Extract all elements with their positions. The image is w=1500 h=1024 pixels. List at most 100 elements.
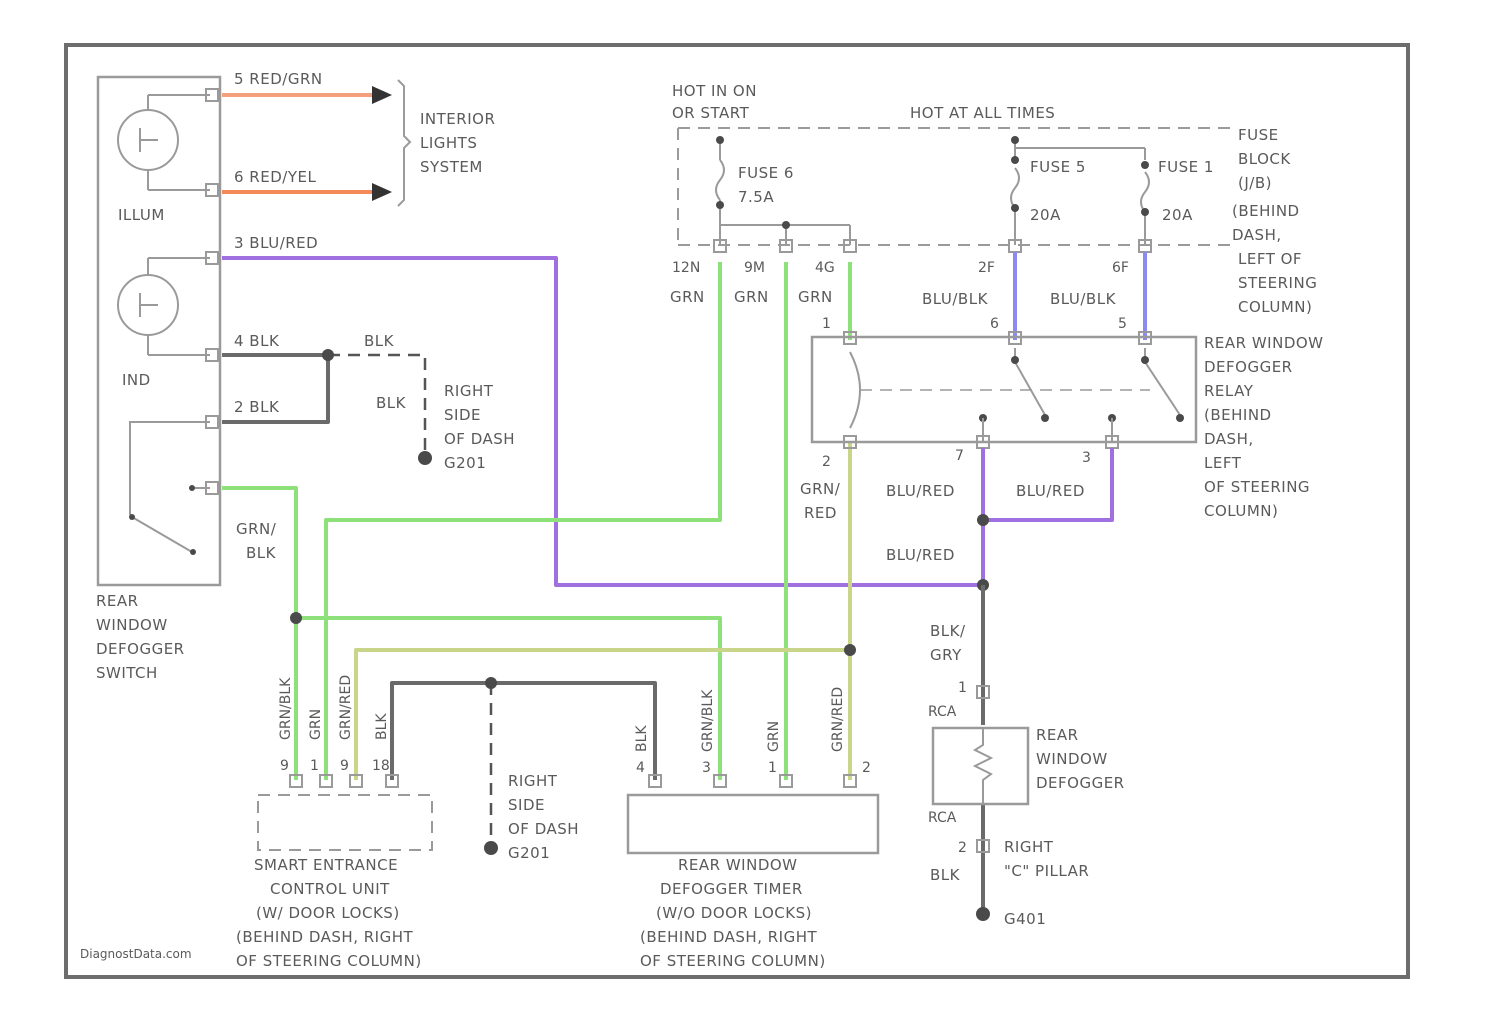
relay-label-line-6: LEFT [1204,454,1242,472]
switch-label-line-1: REAR [96,592,139,610]
defogger-wires: BLK/ GRY BLK 1 2 RCA RCA REAR WINDOW DEF… [928,585,1125,928]
blu-red-wire-group: 3 BLU/RED [222,234,982,585]
timer-pin-label-1: BLK [634,725,650,752]
relay-pin-1: 1 [822,316,831,332]
wire-2-label: 2 BLK [234,398,280,416]
relay-label-line-3: RELAY [1204,382,1254,400]
g201a-line-1: RIGHT [444,382,494,400]
blu-blk-label-a: BLU/BLK [922,290,989,308]
ground-g401-icon [976,907,990,921]
defogger-pin-2: 2 [958,840,967,856]
g201a-line-2: SIDE [444,406,481,424]
blu-red-label-a: BLU/RED [886,482,955,500]
fuse5-name: FUSE 5 [1030,158,1086,176]
fuse1-rating: 20A [1162,206,1193,224]
fuse1-name: FUSE 1 [1158,158,1214,176]
switch-contact-icon [132,517,192,552]
defogger-box [933,728,1028,804]
grn-red-label-2: RED [804,504,837,522]
g401-line-3: G401 [1004,910,1046,928]
defogger-label-line-2: WINDOW [1036,750,1108,768]
interior-bracket [398,80,410,206]
timer-label-line-5: OF STEERING COLUMN) [640,952,826,970]
interior-lights-wires: 5 RED/GRN 6 RED/YEL INTERIOR LIGHTS SYST… [222,70,495,206]
g401-line-2: "C" PILLAR [1004,862,1089,880]
blk-side-label: BLK [376,394,407,412]
g201b-line-3: OF DASH [508,820,579,838]
g201a-line-3: OF DASH [444,430,515,448]
interior-lights-line-1: INTERIOR [420,110,495,128]
hot-all-label: HOT AT ALL TIMES [910,104,1055,122]
blu-red-label-c: BLU/RED [886,546,955,564]
wire-blu-red-3 [222,258,982,585]
fuse-block-line-1: FUSE [1238,126,1279,144]
relay-label-line-2: DEFOGGER [1204,358,1293,376]
relay-coil-icon [850,352,860,428]
timer-label-line-2: DEFOGGER TIMER [660,880,803,898]
timer-pin-label-3: GRN [766,721,782,752]
smart-pin-1: 9 [280,758,289,774]
watermark: DiagnostData.com [80,947,192,961]
illum-label: ILLUM [118,206,165,224]
relay-contact-1-icon [1015,362,1045,415]
relay-pin-7: 7 [955,448,964,464]
relay-pin-6: 6 [990,316,999,332]
defogger-timer-unit: BLK GRN/BLK GRN GRN/RED 4 3 1 2 REAR WIN… [628,687,878,970]
relay-label-line-7: OF STEERING [1204,478,1310,496]
defogger-pin-1: 1 [958,680,967,696]
ind-label: IND [122,371,151,389]
arrow-icon [372,86,392,104]
fuse6-icon [716,160,724,200]
fuse-pin-12n: 12N [672,260,700,276]
smart-pin-label-3: GRN/RED [338,675,354,740]
timer-pin-2: 3 [702,760,711,776]
blk-top-label: BLK [364,332,395,350]
smart-entrance-unit: GRN/BLK GRN GRN/RED BLK 9 1 9 18 SMART E… [236,675,432,970]
defogger-element-icon [975,728,991,804]
defogger-rca-top: RCA [928,704,957,720]
fuse-block-line-3: (J/B) [1238,174,1272,192]
smart-pin-3: 9 [340,758,349,774]
smart-pin-2: 1 [310,758,319,774]
timer-pin-4: 2 [862,760,871,776]
smart-pin-label-4: BLK [374,713,390,740]
timer-pin-label-4: GRN/RED [830,687,846,752]
smart-label-line-5: OF STEERING COLUMN) [236,952,422,970]
fuse-block-line-7: STEERING [1238,274,1317,292]
wire-6-label: 6 RED/YEL [234,168,316,186]
fuse-block-line-8: COLUMN) [1238,298,1312,316]
timer-pin-3: 1 [768,760,777,776]
green-wires: GRN/ BLK [222,262,850,780]
grn-blk-label-2: BLK [246,544,277,562]
fuse-block: HOT IN ON OR START HOT AT ALL TIMES FUSE… [670,82,1317,316]
relay-label-line-4: (BEHIND [1204,406,1272,424]
blk-gry-label-1: BLK/ [930,622,966,640]
ground-g201a-icon [418,451,432,465]
fuse6-name: FUSE 6 [738,164,794,182]
wire-3-label: 3 BLU/RED [234,234,318,252]
smart-pin-4: 18 [372,758,390,774]
g201b-line-2: SIDE [508,796,545,814]
relay-label-line-1: REAR WINDOW [1204,334,1324,352]
relay-label-line-5: DASH, [1204,430,1254,448]
smart-pin-label-1: GRN/BLK [278,677,294,740]
fuse6-rating: 7.5A [738,188,774,206]
g201b-line-1: RIGHT [508,772,558,790]
fuse-pin-2f: 2F [978,260,995,276]
wire-4-label: 4 BLK [234,332,280,350]
wire-blk-center [392,683,655,780]
timer-label-line-1: REAR WINDOW [678,856,798,874]
timer-pin-label-2: GRN/BLK [700,689,716,752]
defogger-rca-bottom: RCA [928,810,957,826]
fuse-block-line-4: (BEHIND [1232,202,1300,220]
fuse-pin-9m: 9M [744,260,765,276]
relay-label-line-8: COLUMN) [1204,502,1278,520]
interior-lights-line-3: SYSTEM [420,158,483,176]
timer-label-line-3: (W/O DOOR LOCKS) [656,904,812,922]
grn-red-label-1: GRN/ [800,480,841,498]
smart-label-line-2: CONTROL UNIT [270,880,390,898]
g201a-line-4: G201 [444,454,486,472]
grn-blk-label-1: GRN/ [236,520,277,538]
defogger-label-line-1: REAR [1036,726,1079,744]
